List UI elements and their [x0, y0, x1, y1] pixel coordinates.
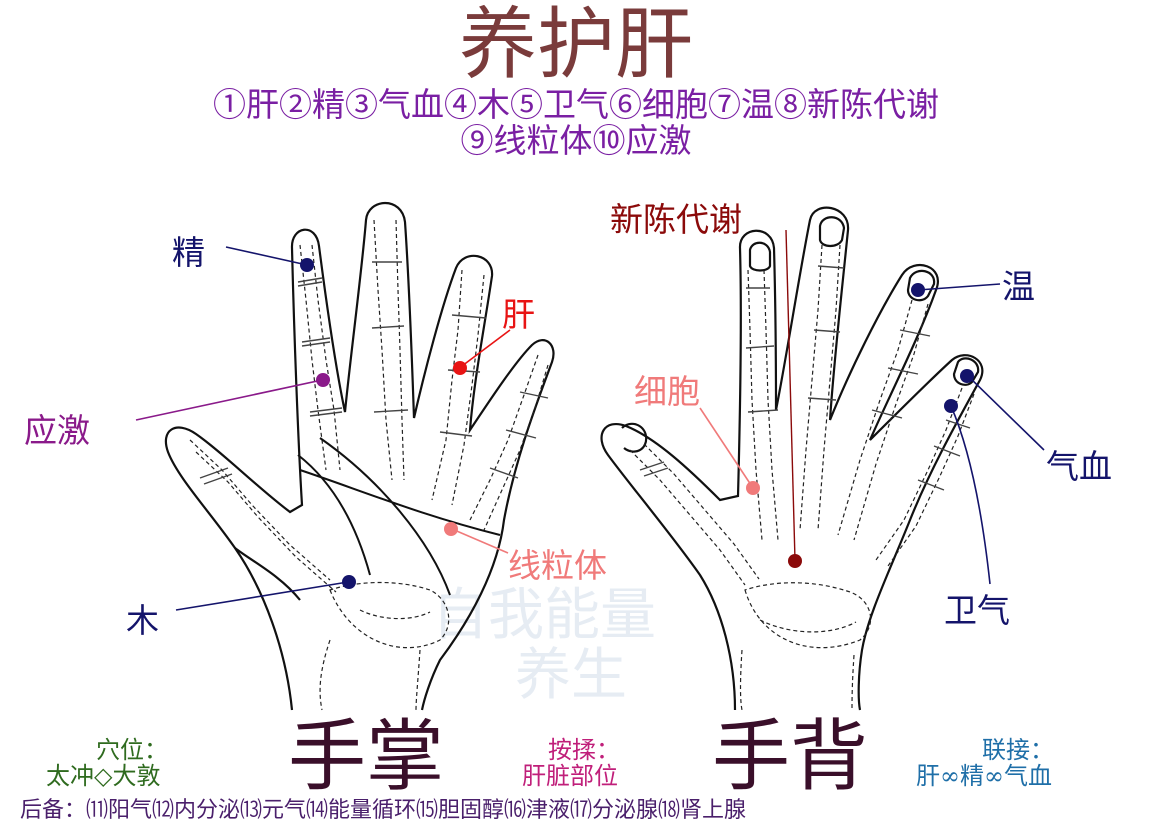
leader-mu: [175, 581, 349, 611]
xuewei-title: 穴位：: [96, 736, 168, 764]
anrou-value: 肝脏部位: [522, 762, 618, 790]
point-xibao: [746, 481, 760, 495]
point-xinchendaixie: [788, 554, 802, 568]
label-wen: 温: [1002, 267, 1035, 306]
leader-xibao: [699, 407, 754, 489]
legend-line-2: ⑨线粒体⑩应激: [460, 121, 692, 160]
point-wen: [911, 283, 925, 297]
label-xianliti: 线粒体: [508, 546, 607, 585]
back-hand-outline: [600, 206, 984, 711]
leader-gan: [461, 329, 511, 367]
label-jing: 精: [172, 233, 205, 272]
legend-line-1: ①肝②精③气血④木⑤卫气⑥细胞⑦温⑧新陈代谢: [213, 85, 939, 124]
leader-yingji: [135, 379, 323, 421]
point-qixue: [960, 369, 974, 383]
palm-joint-marks: [199, 261, 549, 485]
xuewei-value: 太冲◇大敦: [46, 762, 161, 790]
label-xibao: 细胞: [634, 372, 700, 411]
point-gan: [453, 361, 467, 375]
caption-palm: 手掌: [288, 712, 445, 802]
palm-bone-sketch: [189, 219, 549, 711]
point-jing: [300, 258, 314, 272]
label-yingji: 应激: [24, 411, 90, 450]
leader-xianliti: [451, 528, 509, 554]
palm-creases: [297, 437, 501, 596]
palm-hand-outline: [164, 201, 555, 711]
lianjie-value: 肝∞精∞气血: [916, 762, 1052, 790]
point-weiqi: [944, 399, 958, 413]
label-gan: 肝: [502, 295, 535, 334]
leader-wen: [917, 283, 1001, 291]
leader-qixue: [967, 375, 1045, 451]
back-bone-sketch: [629, 244, 975, 711]
houbei-line: 后备：⑾阳气⑿内分泌⒀元气⒁能量循环⒂胆固醇⒃津液⒄分泌腺⒅肾上腺: [20, 798, 747, 823]
caption-back: 手背: [712, 712, 869, 802]
page-title: 养护肝: [458, 0, 693, 90]
point-mu: [342, 575, 356, 589]
leader-weiqi: [950, 405, 991, 585]
leader-jing: [225, 246, 308, 266]
anrou-title: 按揉：: [548, 736, 620, 764]
label-qixue: 气血: [1046, 447, 1112, 486]
lianjie-title: 联接：: [982, 736, 1054, 764]
leader-xinchendaixie: [785, 229, 796, 561]
label-mu: 木: [126, 601, 159, 640]
watermark-line-2: 养生: [515, 643, 627, 708]
point-xianliti: [444, 522, 458, 536]
label-weiqi: 卫气: [944, 591, 1010, 630]
point-yingji: [316, 373, 330, 387]
label-xinchendaixie: 新陈代谢: [610, 200, 742, 239]
